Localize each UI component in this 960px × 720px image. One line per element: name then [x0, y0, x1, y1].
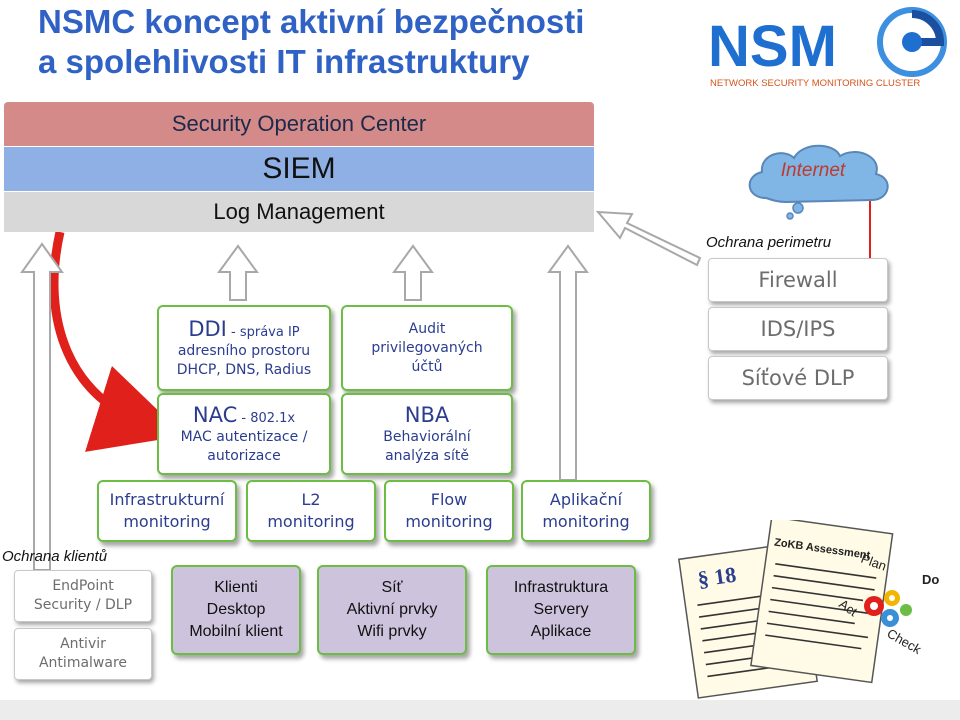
footer-strip — [0, 700, 960, 720]
perimeter-label: Ochrana perimetru — [706, 234, 832, 251]
log-management-layer: Log Management — [4, 192, 594, 232]
nac-heading: NAC — [192, 403, 238, 427]
network-source-box: Síť Aktivní prvky Wifi prvky — [317, 565, 467, 655]
logo-text: NSM — [708, 14, 837, 79]
nba-line-3: analýza sítě — [385, 448, 469, 464]
audit-line-1: Audit — [408, 320, 446, 337]
cloud-icon — [748, 144, 889, 220]
clients-source-box: Klienti Desktop Mobilní klient — [171, 565, 301, 655]
antivirus-line-2: Antimalware — [38, 655, 128, 671]
infrastructure-source-box: Infrastruktura Servery Aplikace — [486, 565, 636, 655]
compliance-illustration: § 18 ZoKB Assessment Plan Do Check Act — [660, 516, 958, 700]
l2-monitoring-box: L2 monitoring — [246, 480, 376, 542]
monitoring-2-line-1: Flow — [430, 490, 468, 509]
ddi-heading: DDI — [188, 317, 227, 341]
source-2-line-1: Infrastruktura — [513, 579, 609, 596]
pdca-do: Do — [922, 572, 939, 587]
up-arrow-app — [547, 244, 589, 481]
pdca-gears-icon — [864, 590, 912, 627]
ids-ips-box: IDS/IPS — [708, 307, 888, 351]
red-curved-arrow — [49, 231, 185, 452]
network-dlp-label: Síťové DLP — [741, 366, 855, 390]
source-0-line-3: Mobilní klient — [189, 623, 283, 640]
paragraph-sign: § 18 — [696, 562, 738, 592]
flow-monitoring-box: Flow monitoring — [384, 480, 514, 542]
audit-box: Audit privilegovaných účtů — [341, 305, 513, 391]
monitoring-0-line-1: Infrastrukturní — [109, 490, 225, 509]
endpoint-security-box: EndPoint Security / DLP — [14, 570, 152, 622]
endpoint-line-1: EndPoint — [52, 578, 114, 594]
monitoring-3-line-2: monitoring — [542, 512, 630, 531]
source-0-line-1: Klienti — [214, 579, 258, 596]
nba-line-2: Behaviorální — [383, 429, 471, 445]
logo-subtitle: NETWORK SECURITY MONITORING CLUSTER — [710, 78, 920, 89]
client-protection-label: Ochrana klientů — [2, 548, 108, 565]
nba-heading: NBA — [404, 403, 450, 427]
endpoint-line-2: Security / DLP — [33, 597, 133, 613]
ddi-line-2: adresního prostoru — [177, 343, 311, 359]
source-1-line-1: Síť — [381, 579, 403, 596]
nac-line-2: MAC autentizace / — [180, 429, 308, 445]
audit-line-3: účtů — [411, 358, 443, 375]
soc-layer: Security Operation Center — [4, 102, 594, 146]
monitoring-2-line-2: monitoring — [405, 512, 493, 531]
documents-graphic: § 18 ZoKB Assessment Plan Do Check Act — [678, 516, 939, 699]
up-arrow-audit — [392, 244, 434, 301]
source-2-line-3: Aplikace — [530, 623, 592, 640]
monitoring-0-line-2: monitoring — [123, 512, 211, 531]
nac-line-3: autorizace — [207, 448, 281, 464]
network-dlp-box: Síťové DLP — [708, 356, 888, 400]
diagonal-arrow-perimeter — [595, 210, 702, 267]
source-1-line-2: Aktivní prvky — [346, 601, 438, 618]
infrastructure-monitoring-box: Infrastrukturní monitoring — [97, 480, 237, 542]
pdca-check: Check — [885, 626, 925, 658]
monitoring-1-line-2: monitoring — [267, 512, 355, 531]
ddi-heading-suffix: - správa IP — [226, 325, 300, 340]
up-arrow-ddi — [217, 244, 259, 301]
antivirus-line-1: Antivir — [60, 636, 106, 652]
monitoring-3-line-1: Aplikační — [549, 490, 623, 509]
firewall-box: Firewall — [708, 258, 888, 302]
title-line-2: a spolehlivosti IT infrastruktury — [38, 43, 530, 80]
audit-line-2: privilegovaných — [371, 339, 483, 356]
source-0-line-2: Desktop — [206, 601, 266, 618]
application-monitoring-box: Aplikační monitoring — [521, 480, 651, 542]
nsmc-logo: NSM NETWORK SECURITY MONITORING CLUSTER — [700, 4, 958, 94]
title-line-1: NSMC koncept aktivní bezpečnosti — [38, 3, 585, 40]
monitoring-1-line-1: L2 — [301, 490, 321, 509]
nsmc-logo-graphic: NSM NETWORK SECURITY MONITORING CLUSTER — [700, 4, 958, 94]
internet-cloud: Internet — [738, 138, 898, 220]
siem-layer: SIEM — [4, 147, 594, 191]
up-arrow-left — [20, 242, 64, 571]
nba-box: NBA Behaviorální analýza sítě — [341, 393, 513, 475]
antivirus-box: Antivir Antimalware — [14, 628, 152, 680]
ddi-line-3: DHCP, DNS, Radius — [176, 362, 312, 378]
source-1-line-3: Wifi prvky — [357, 623, 427, 640]
firewall-label: Firewall — [758, 268, 838, 292]
nac-box: NAC - 802.1x MAC autentizace / autorizac… — [157, 393, 331, 475]
internet-label: Internet — [780, 160, 846, 181]
ids-ips-label: IDS/IPS — [760, 317, 836, 341]
source-2-line-2: Servery — [533, 601, 589, 618]
ddi-box: DDI - správa IP adresního prostoru DHCP,… — [157, 305, 331, 391]
page-title: NSMC koncept aktivní bezpečnosti a spole… — [38, 2, 678, 82]
nac-heading-suffix: - 802.1x — [237, 411, 296, 426]
